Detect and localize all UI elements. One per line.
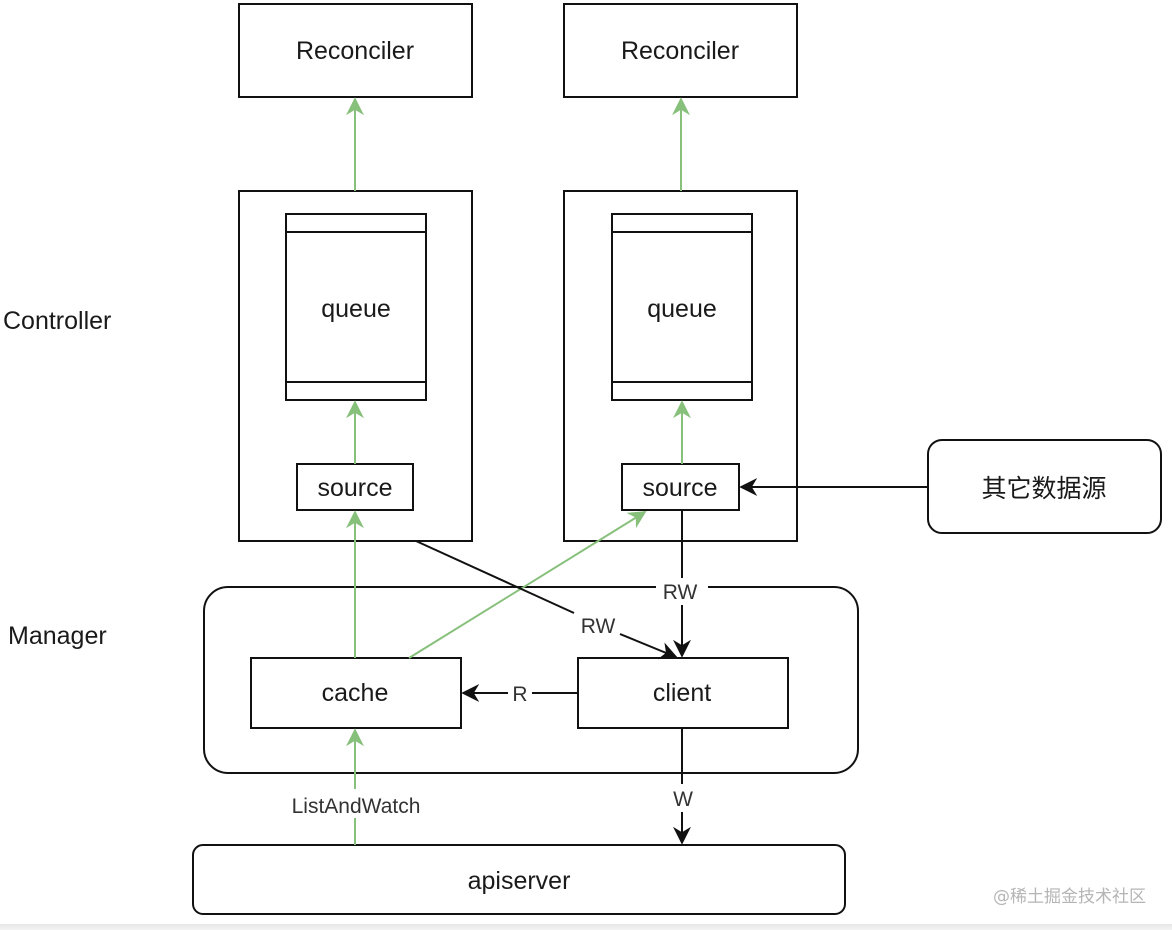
source-left-node: source [296,463,414,511]
source-right-label: source [642,474,717,502]
rw-right-label: RW [663,581,698,604]
manager-container [203,586,859,774]
bottom-divider [0,924,1172,930]
apiserver-node: apiserver [192,844,846,915]
rw-left-label: RW [581,615,616,638]
source-left-label: source [317,474,392,502]
reconciler-right-node: Reconciler [563,3,798,98]
cache-node: cache [250,657,462,729]
apiserver-label: apiserver [468,867,571,895]
arrow-cache-to-source-right [408,511,647,659]
source-right-node: source [621,463,740,511]
reconciler-right-label: Reconciler [621,37,739,65]
w-label: W [673,788,693,811]
reconciler-left-label: Reconciler [296,37,414,65]
queue-left-node: queue [285,213,427,401]
other-data-sources-label: 其它数据源 [981,474,1106,503]
queue-right-label: queue [647,295,717,323]
cache-label: cache [322,679,389,707]
list-and-watch-label: ListAndWatch [292,795,421,818]
watermark: @稀土掘金技术社区 [993,887,1146,907]
client-node: client [577,657,789,729]
client-label: client [653,679,711,707]
arrow-controller-left-to-client-segment [415,540,575,614]
r-label: R [512,683,527,706]
queue-right-node: queue [611,213,753,401]
other-data-sources-node: 其它数据源 [927,439,1162,534]
manager-section-label: Manager [8,622,107,650]
arrow-controller-left-to-client [619,633,678,660]
queue-left-label: queue [321,295,391,323]
reconciler-left-node: Reconciler [238,3,473,98]
controller-section-label: Controller [3,307,111,335]
